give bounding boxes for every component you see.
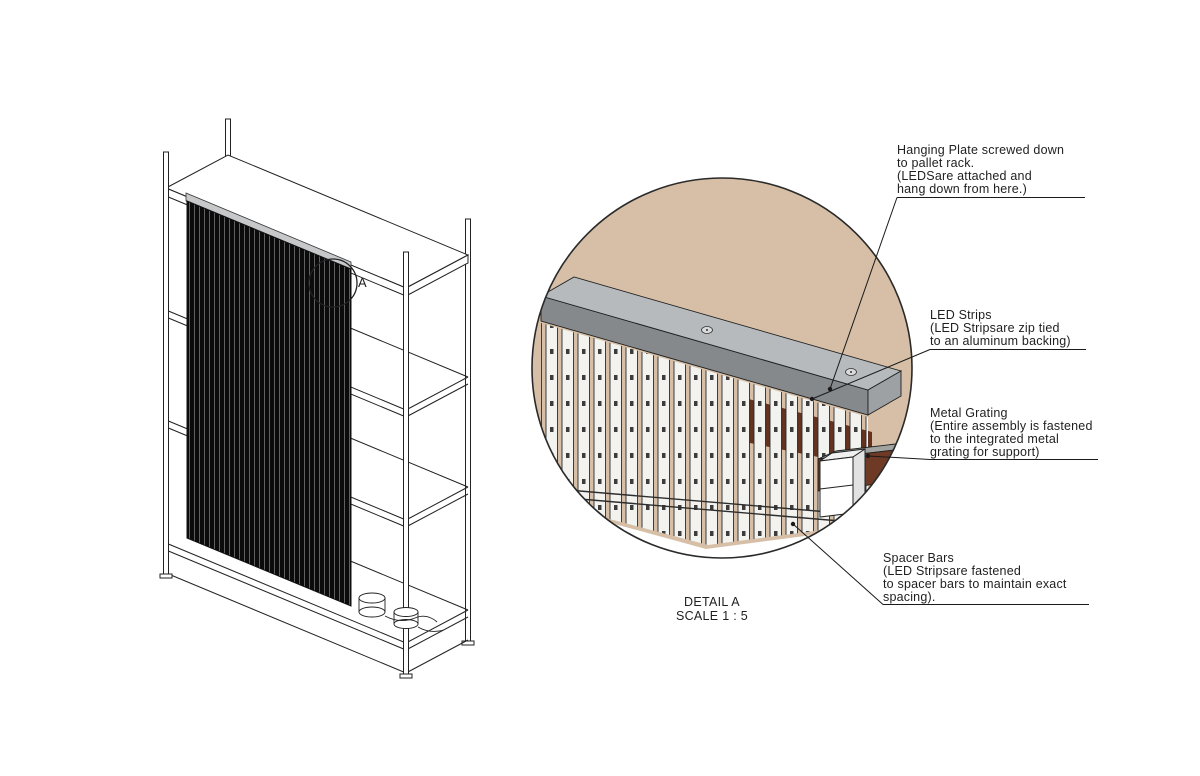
rack-floor-rails: [165, 572, 469, 674]
leader-spacer-bars: [790, 521, 1089, 605]
detail-view-boundary: [531, 177, 913, 559]
led-curtain-assembly-overview: [185, 192, 352, 607]
detail-callout-circle: [308, 258, 358, 308]
power-supplies-overview: [358, 592, 445, 632]
detail-view-content: [532, 178, 912, 558]
leader-hanging-plate: [827, 197, 1085, 392]
leader-metal-grating: [865, 453, 1098, 460]
spacer-bar: [555, 488, 865, 524]
detail-scale: SCALE 1 : 5: [675, 608, 749, 623]
detail-caption: DETAIL A SCALE 1 : 5: [632, 595, 792, 623]
detail-title: DETAIL A: [684, 595, 740, 609]
plate-screw-2: [845, 368, 857, 376]
detail-marker-label: A: [358, 275, 367, 290]
leader-led-strips: [809, 349, 1086, 402]
led-strips-array: [541, 323, 868, 545]
rack-front-posts: [159, 151, 413, 679]
led-panel: [186, 200, 352, 607]
annotation-hanging-plate: Hanging Plate screwed down to pallet rac…: [897, 143, 1065, 196]
leader-lines: [790, 197, 1098, 605]
annotation-spacer-bars: Spacer Bars (LED Stripsare fastened to s…: [883, 551, 1067, 604]
plate-screw-1: [701, 326, 713, 334]
annotation-led-strips: LED Strips (LED Stripsare zip tied to an…: [930, 308, 1071, 348]
support-bracket-detail: [819, 448, 866, 518]
annotation-metal-grating: Metal Grating (Entire assembly is fasten…: [930, 406, 1093, 459]
